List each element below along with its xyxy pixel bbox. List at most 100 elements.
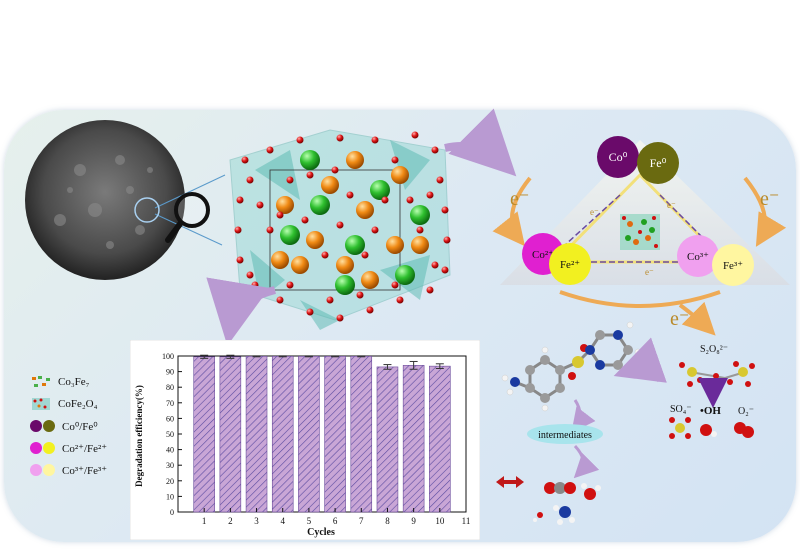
oxygen-atom: [296, 136, 304, 144]
oxygen-atom: [236, 196, 244, 204]
oxygen-atom: [366, 306, 374, 314]
oxygen-atom: [411, 131, 419, 139]
oxygen-atom: [436, 176, 444, 184]
oxygen-atom: [441, 266, 449, 274]
oxygen-atom: [361, 251, 369, 259]
legend-item-divalent: Co²⁺/Fe²⁺: [30, 438, 107, 458]
co2-ball-icon: [30, 442, 42, 454]
x-tick-label-10: 10: [435, 516, 445, 526]
pollutant-molecule: [501, 321, 642, 412]
oxygen-atom: [406, 196, 414, 204]
oxidant-label: S₂O₈²⁻: [700, 344, 728, 355]
oxygen-atom: [266, 226, 274, 234]
x-tick-label-8: 8: [385, 516, 390, 526]
oxygen-atom: [431, 146, 439, 154]
oxygen-atom: [356, 291, 364, 299]
ion-fe0: Fe⁰: [637, 142, 679, 184]
legend-label-trivalent: Co³⁺/Fe³⁺: [62, 464, 108, 477]
intermediates-label: intermediates: [538, 430, 592, 441]
x-tick-label-11: 11: [462, 516, 471, 526]
electron-inner-1: e⁻: [590, 207, 599, 217]
ion-co3: Co³⁺: [677, 235, 719, 277]
double-arrow-icon: [496, 476, 524, 488]
legend-item-alloy: Co₃Fe₇: [30, 372, 90, 392]
attack-arrow: [613, 337, 667, 383]
arrow-to-intermediates: [571, 399, 596, 433]
x-tick-label-5: 5: [307, 516, 312, 526]
y-tick-label-10: 10: [166, 492, 174, 501]
x-axis-label: Cycles: [307, 527, 335, 538]
metal-atom-a: [335, 275, 355, 295]
metal-atom-b: [291, 256, 309, 274]
electron-label-bottom: e⁻: [670, 308, 689, 330]
oxygen-atom: [396, 296, 404, 304]
x-tick-label-1: 1: [202, 516, 207, 526]
oxygen-atom: [426, 191, 434, 199]
alloy-icon: [32, 376, 50, 387]
oxygen-atom: [331, 166, 339, 174]
metal-atom-b: [386, 236, 404, 254]
oxygen-atom: [426, 286, 434, 294]
x-tick-label-7: 7: [359, 516, 364, 526]
legend-item-zero-valent: Co⁰/Fe⁰: [30, 416, 98, 436]
oxygen-atom: [246, 271, 254, 279]
co3-ball-icon: [30, 464, 42, 476]
ion-fe3: Fe³⁺: [712, 244, 754, 286]
intermediates-bubble: [527, 424, 603, 444]
legend-label-divalent: Co²⁺/Fe²⁺: [62, 442, 108, 455]
oxygen-atom: [391, 281, 399, 289]
oxygen-atom: [286, 281, 294, 289]
metal-atom-a: [370, 180, 390, 200]
crystal-structure: [229, 129, 451, 330]
spinel-icon: [32, 398, 50, 410]
metal-atom-b: [306, 231, 324, 249]
legend-item-spinel: CoFe₂O₄: [30, 394, 97, 414]
metal-atom-b: [391, 166, 409, 184]
x-tick-label-3: 3: [254, 516, 259, 526]
oxygen-atom: [306, 171, 314, 179]
legend-label-zero-valent: Co⁰/Fe⁰: [62, 420, 98, 433]
legend-item-trivalent: Co³⁺/Fe³⁺: [30, 460, 107, 480]
legend-label-spinel: CoFe₂O₄: [58, 398, 98, 410]
metal-atom-b: [321, 176, 339, 194]
electron-label-left: e⁻: [510, 188, 529, 210]
oxygen-atom: [246, 176, 254, 184]
ion-fe3-label: Fe³⁺: [723, 260, 743, 272]
arrow-to-products: [573, 444, 600, 479]
electron-inner-3: e⁻: [645, 267, 654, 277]
co0-ball-icon: [30, 420, 42, 432]
y-tick-label-0: 0: [170, 508, 174, 517]
bar-cycle-7: [350, 356, 373, 513]
fe2-ball-icon: [43, 442, 55, 454]
oxygen-atom: [276, 296, 284, 304]
x-tick-label-4: 4: [280, 516, 285, 526]
y-tick-label-100: 100: [162, 352, 174, 361]
metal-atom-b: [411, 236, 429, 254]
radical-so4: SO₄⁻: [670, 404, 692, 415]
persulfate-molecule: S₂O₈²⁻: [679, 344, 755, 408]
metal-atom-a: [280, 225, 300, 245]
arrow-to-mechanism: [444, 108, 517, 177]
ion-co3-label: Co³⁺: [687, 251, 709, 263]
ion-fe2: Fe²⁺: [549, 243, 591, 285]
fe3-ball-icon: [43, 464, 55, 476]
oxygen-atom: [336, 221, 344, 229]
bar-cycle-2: [219, 356, 242, 513]
oxygen-atom: [251, 281, 259, 289]
y-tick-label-40: 40: [166, 446, 174, 455]
metal-atom-a: [345, 235, 365, 255]
magnifier-icon: [134, 174, 226, 246]
metal-atom-a: [300, 150, 320, 170]
radical-oh: •OH: [700, 405, 721, 417]
oxygen-atom: [236, 256, 244, 264]
oxygen-atom: [321, 251, 329, 259]
oxygen-atom: [443, 236, 451, 244]
metal-atom-a: [395, 265, 415, 285]
oxygen-atom: [346, 191, 354, 199]
y-tick-label-70: 70: [166, 399, 174, 408]
y-tick-label-80: 80: [166, 383, 174, 392]
metal-atom-a: [410, 205, 430, 225]
oxygen-atom: [431, 261, 439, 269]
oxygen-atom: [371, 226, 379, 234]
